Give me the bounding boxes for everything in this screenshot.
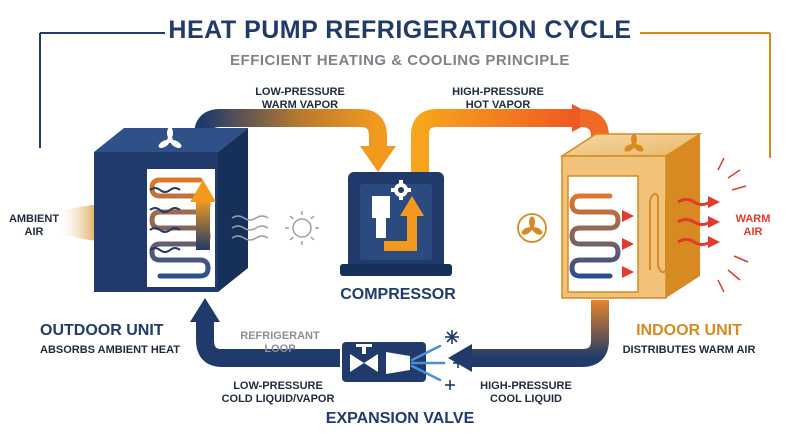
arrow-into-compressor [360, 146, 396, 172]
expansion-valve-label: EXPANSION VALVE [325, 410, 475, 427]
warm-air-arrows [677, 196, 720, 248]
page-subtitle: EFFICIENT HEATING & COOLING PRINCIPLE [230, 52, 570, 69]
refrigerant-loop-label: REFRIGERANT LOOP [230, 330, 330, 356]
warm-air-line: WARM [735, 213, 771, 225]
outdoor-unit-title: OUTDOOR UNIT [40, 322, 164, 339]
flow-label-bottom-left: LOW-PRESSURE COLD LIQUID/VAPOR [218, 380, 338, 406]
flow-label-top-right: HIGH-PRESSURE HOT VAPOR [448, 86, 548, 112]
outdoor-coil [149, 177, 211, 279]
flow-label-bottom-right: HIGH-PRESSURE COOL LIQUID [476, 380, 576, 406]
ambient-air-line: AIR [24, 226, 44, 238]
flow-label-line: HIGH-PRESSURE [480, 380, 572, 392]
flow-label-line: HIGH-PRESSURE [452, 86, 544, 98]
flow-label-top-left: LOW-PRESSURE WARM VAPOR [250, 86, 350, 112]
outdoor-heat-waves [231, 215, 269, 241]
pipe-high-pressure-hot-vapor [411, 109, 575, 178]
outdoor-unit-subtitle: ABSORBS AMBIENT HEAT [40, 344, 180, 356]
snowflake-icon [445, 330, 463, 390]
fan-icon [517, 213, 547, 243]
heating-element-icon [649, 192, 667, 274]
indoor-coil [569, 193, 621, 279]
valve-icon [350, 344, 378, 372]
flow-label-line: LOW-PRESSURE [255, 86, 345, 98]
ambient-air-line: AMBIENT [8, 213, 60, 225]
sun-icon [285, 211, 319, 245]
ambient-air-label: AMBIENT AIR [6, 213, 62, 239]
arrow-to-valve [448, 344, 472, 372]
flow-label-line: HOT VAPOR [465, 99, 531, 111]
expansion-valve-graphic [342, 330, 463, 390]
flow-label-line: WARM VAPOR [261, 99, 339, 111]
flow-label-line: LOW-PRESSURE [233, 380, 323, 392]
fan-icon [624, 134, 644, 152]
outdoor-unit-graphic [94, 127, 248, 292]
warm-air-line: AIR [743, 226, 763, 238]
refrigerant-loop-line: LOOP [264, 343, 296, 355]
indoor-unit-subtitle: DISTRIBUTES WARM AIR [622, 344, 756, 356]
compressor-label: COMPRESSOR [340, 286, 456, 303]
pipe-low-pressure-cold-liquid [196, 318, 340, 367]
gear-icon [391, 180, 411, 200]
flow-label-line: COLD LIQUID/VAPOR [221, 393, 335, 405]
fan-icon [158, 127, 182, 148]
indoor-unit-title: INDOOR UNIT [636, 322, 742, 339]
indoor-unit-graphic [559, 133, 703, 299]
compressor-graphic [340, 172, 452, 276]
arrow-into-outdoor [190, 298, 220, 322]
page-title: HEAT PUMP REFRIGERATION CYCLE [168, 16, 632, 44]
warm-air-label: WARM AIR [728, 213, 778, 239]
refrigerant-loop-line: REFRIGERANT [240, 330, 320, 342]
flow-label-line: COOL LIQUID [490, 393, 562, 405]
warm-air-rays [717, 157, 749, 293]
pipe-high-pressure-cool-liquid [470, 300, 609, 367]
